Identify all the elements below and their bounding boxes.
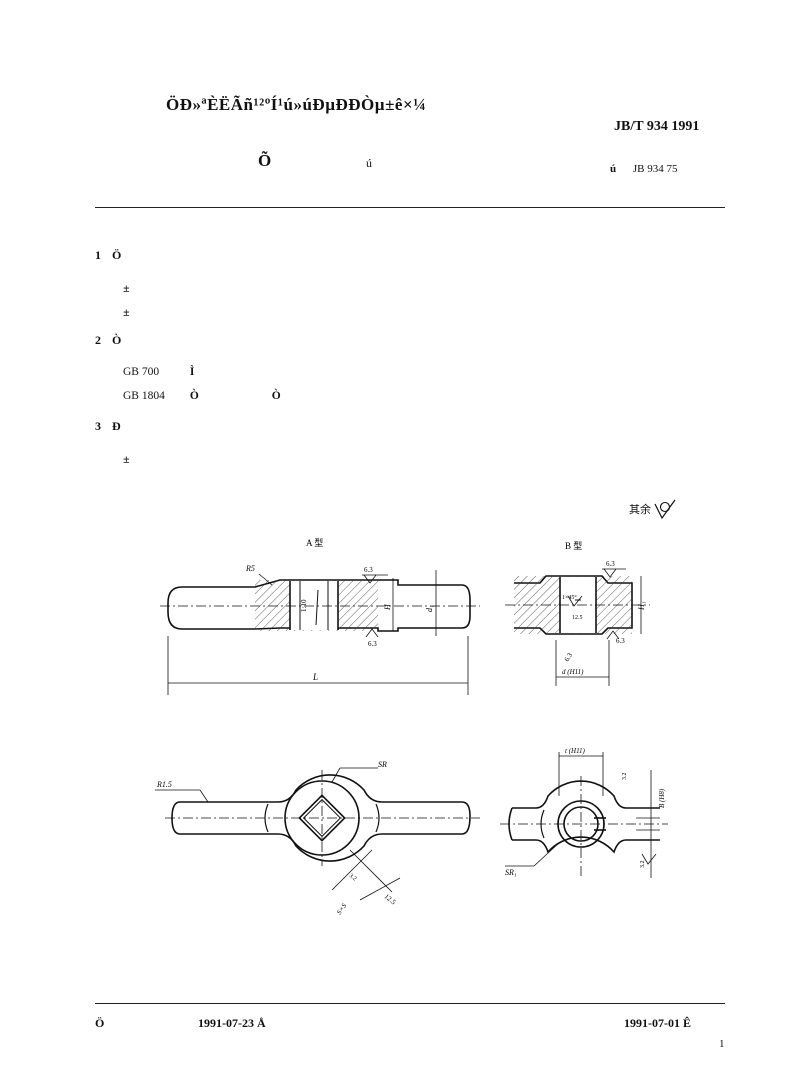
- roughness-63-label: 6.3: [368, 640, 377, 648]
- view-c-dimensions: [155, 767, 480, 901]
- document-subtitle-suffix: ú: [366, 156, 372, 170]
- view-a-dimensions: [160, 570, 480, 695]
- view-d-plan: [508, 780, 660, 854]
- view-a-section: [167, 579, 471, 632]
- reference-code: GB 700: [123, 366, 160, 378]
- replaces-note: ú JB 934 75: [610, 163, 678, 175]
- t-h11-label: t (H11): [565, 747, 586, 755]
- sr-label: SR: [378, 760, 387, 769]
- view-b-dimensions: [505, 568, 650, 686]
- roughness-32-label: 3.2: [348, 873, 358, 882]
- section-title: Ö: [112, 248, 122, 262]
- header-rule: [95, 207, 725, 208]
- reference-gb700: GB 700 Ì: [123, 366, 194, 378]
- b-h8-label: B (H8): [658, 788, 666, 808]
- roughness-note: 其余: [629, 498, 679, 520]
- section-number: 1: [95, 248, 101, 262]
- chamfer-label: 1×45°: [562, 594, 577, 601]
- h-label: H: [383, 603, 392, 611]
- section-number: 3: [95, 419, 101, 433]
- reference-code: GB 1804: [123, 390, 165, 402]
- roughness-32-label: 3.2: [622, 773, 628, 781]
- roughness-125-label: 12.5: [383, 892, 398, 906]
- reference-title-extra: Ò: [271, 390, 281, 402]
- roughness-63-label: 6.3: [616, 637, 625, 645]
- view-a-label: A 型: [306, 538, 323, 548]
- sr1-label: SR₁: [505, 868, 517, 877]
- section-1-item-2: ±: [123, 305, 130, 319]
- view-d-dimensions: [500, 752, 668, 878]
- section-1-heading: 1 Ö: [95, 248, 121, 263]
- page-number: 1: [719, 1038, 725, 1050]
- roughness-63-label: 6.3: [606, 560, 615, 568]
- section-3-heading: 3 Ð: [95, 419, 121, 434]
- reference-gb1804: GB 1804 Ò Ò: [123, 390, 281, 402]
- document-title: ÖÐ»ªÈËÃñ¹²ºÍ¹ú»úÐµÐÐÒµ±ê×¼: [166, 95, 427, 114]
- roughness-symbol-icon: [654, 499, 676, 520]
- replaces-marker: ú: [610, 163, 617, 175]
- roughness-125-label: 12.5: [572, 615, 583, 621]
- standard-code: JB/T 934 1991: [614, 119, 700, 134]
- r15-label: R1.5: [156, 780, 172, 789]
- roughness-63-label: 6.3: [563, 651, 575, 663]
- section-number: 2: [95, 333, 101, 347]
- section-title: Ð: [112, 419, 121, 433]
- reference-title: Ì: [189, 366, 195, 378]
- sxs-label: S×S: [335, 902, 349, 917]
- r5-label: R5: [245, 564, 255, 573]
- roughness-prefix: 其余: [629, 504, 651, 516]
- section-2-heading: 2 Ò: [95, 333, 121, 348]
- footer-rule: [95, 1003, 725, 1004]
- section-3-item-1: ±: [123, 452, 130, 466]
- d1-label: d₁: [425, 605, 434, 612]
- section-1-item-1: ±: [123, 281, 130, 295]
- d-h11-label: d (H11): [562, 668, 584, 676]
- taper-label: 1:10: [300, 599, 308, 612]
- issuer-label: Ö: [95, 1016, 105, 1030]
- document-subtitle: Õ: [258, 151, 272, 170]
- implementation-date: 1991-07-01 Ê: [624, 1016, 691, 1030]
- view-b-label: B 型: [565, 541, 582, 551]
- approval-date: 1991-07-23 Å: [198, 1016, 266, 1030]
- roughness-32-label: 3.2: [640, 861, 646, 869]
- h1-label: H₁: [637, 601, 646, 611]
- roughness-63-label: 6.3: [364, 566, 373, 574]
- section-title: Ò: [112, 333, 122, 347]
- reference-title: Ò: [189, 390, 199, 402]
- l-label: L: [312, 672, 318, 682]
- replaces-code: JB 934 75: [632, 163, 678, 175]
